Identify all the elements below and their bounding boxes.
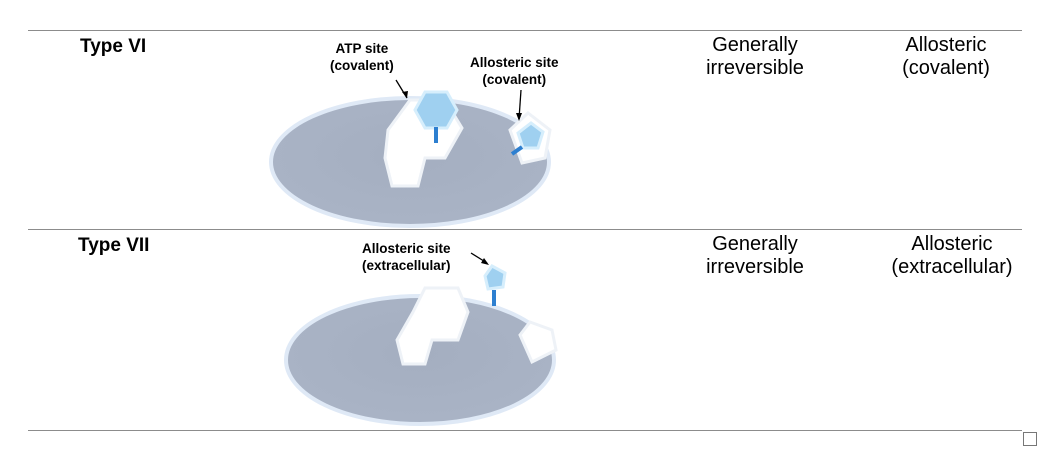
allosteric-ligand-linker	[510, 145, 524, 156]
row-divider	[28, 229, 1022, 230]
allosteric-site-label: Allosteric site (covalent)	[470, 55, 559, 87]
allosteric-ligand-pentagon	[483, 264, 507, 291]
allosteric-ligand-linker	[492, 290, 496, 306]
atp-pocket	[395, 286, 470, 366]
allosteric-ligand-pentagon	[516, 121, 545, 150]
binding-mode-cell: Allosteric (covalent)	[902, 34, 990, 79]
allosteric-pocket-empty	[518, 320, 558, 365]
atp-site-label: ATP site (covalent)	[330, 41, 394, 73]
table-top-rule	[28, 30, 1022, 31]
row-type-label: Type VII	[78, 235, 150, 256]
reversibility-cell: Generally irreversible	[706, 34, 804, 79]
binding-mode-cell: Allosteric (extracellular)	[891, 233, 1013, 278]
row-type-label: Type VI	[80, 36, 147, 57]
table-bottom-rule	[28, 430, 1022, 431]
atp-ligand-hexagon	[413, 90, 459, 130]
reversibility-cell: Generally irreversible	[706, 233, 804, 278]
atp-ligand-linker	[434, 127, 438, 143]
resize-handle[interactable]	[1023, 432, 1037, 446]
allosteric-site-label: Allosteric site (extracellular)	[362, 241, 451, 273]
